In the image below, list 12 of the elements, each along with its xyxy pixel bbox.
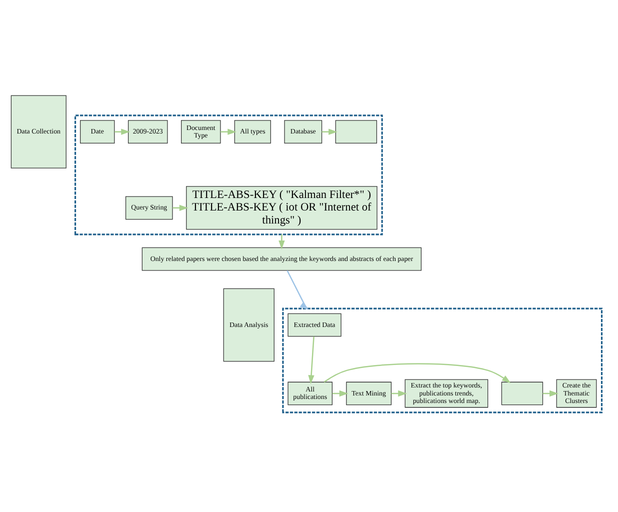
- arrow: [220, 128, 236, 134]
- cluster: [282, 307, 603, 413]
- node-box: [335, 120, 378, 143]
- arrow: [308, 336, 314, 384]
- arrow: [324, 362, 511, 383]
- cluster: [74, 114, 383, 235]
- arrow: [114, 128, 130, 134]
- arrow: [322, 128, 338, 134]
- node-box: [501, 381, 544, 405]
- arrow: [278, 234, 285, 249]
- arrow: [286, 270, 309, 310]
- node-box: TITLE-ABS-KEY ( "Kalman Filter*" ) TITLE-ABS-KEY ( iot OR "Internet of things" ): [186, 186, 378, 230]
